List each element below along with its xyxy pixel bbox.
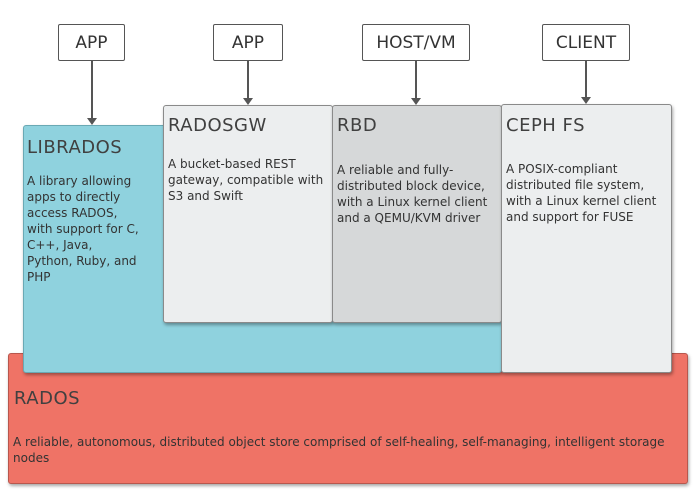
app-box-1: APP — [58, 24, 125, 61]
host-vm-label: HOST/VM — [376, 32, 456, 53]
cephfs-box: CEPH FS A POSIX-compliant distributed fi… — [501, 104, 672, 373]
rbd-box: RBD A reliable and fully-distributed blo… — [332, 105, 502, 323]
cephfs-title: CEPH FS — [506, 115, 586, 136]
rados-description: A reliable, autonomous, distributed obje… — [13, 435, 665, 465]
host-vm-box: HOST/VM — [362, 24, 470, 61]
librados-title: LIBRADOS — [27, 137, 123, 158]
client-label: CLIENT — [555, 32, 617, 53]
arrow-app-to-radosgw — [243, 61, 253, 105]
app-label-2: APP — [231, 32, 265, 53]
rados-title: RADOS — [14, 388, 81, 409]
rbd-description: A reliable and fully-distributed block d… — [337, 163, 488, 225]
arrow-app-to-librados — [87, 61, 97, 125]
cephfs-description: A POSIX-compliant distributed file syste… — [506, 162, 657, 224]
app-box-2: APP — [213, 24, 283, 61]
radosgw-description: A bucket-based REST gateway, compatible … — [168, 157, 324, 203]
librados-description: A library allowing apps to directly acce… — [27, 174, 139, 284]
app-label-1: APP — [75, 32, 108, 53]
arrow-host-to-rbd — [411, 61, 421, 105]
radosgw-box: RADOSGW A bucket-based REST gateway, com… — [163, 105, 333, 323]
rbd-title: RBD — [337, 115, 378, 136]
client-box: CLIENT — [542, 24, 630, 61]
arrow-client-to-cephfs — [581, 61, 591, 104]
radosgw-title: RADOSGW — [168, 115, 267, 136]
rados-box: RADOS A reliable, autonomous, distribute… — [8, 353, 688, 484]
